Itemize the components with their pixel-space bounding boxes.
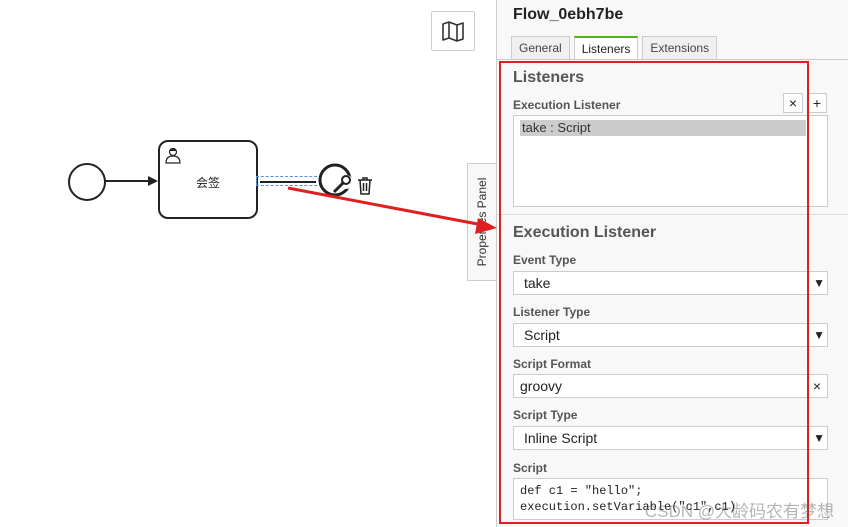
listeners-group-title: Listeners xyxy=(513,69,585,86)
group-divider xyxy=(497,214,848,215)
tab-listeners[interactable]: Listeners xyxy=(573,36,639,60)
event-type-label: Event Type xyxy=(513,253,577,267)
map-icon xyxy=(442,21,464,42)
task-label: 会签 xyxy=(195,176,220,190)
script-type-label: Script Type xyxy=(513,408,578,422)
tab-extensions[interactable]: Extensions xyxy=(642,36,718,60)
properties-panel: Flow_0ebh7be General Listeners Extension… xyxy=(496,0,848,527)
chevron-down-icon: ▼ xyxy=(813,431,825,445)
listener-type-value: Script xyxy=(524,327,560,343)
script-type-value: Inline Script xyxy=(524,430,598,446)
chevron-down-icon: ▼ xyxy=(813,276,825,290)
sequence-flow[interactable] xyxy=(104,180,152,182)
user-task[interactable]: 会签 xyxy=(158,140,258,219)
add-listener-button[interactable]: + xyxy=(807,93,827,113)
tabs-divider xyxy=(497,59,848,60)
watermark: CSDN @大龄码农有梦想 xyxy=(644,502,834,521)
panel-tabs: General Listeners Extensions xyxy=(511,36,718,60)
script-type-select[interactable]: Inline Script ▼ xyxy=(513,426,828,450)
clear-icon[interactable]: × xyxy=(812,378,821,394)
listener-type-select[interactable]: Script ▼ xyxy=(513,323,828,347)
start-event[interactable] xyxy=(68,163,106,201)
bpmn-canvas[interactable]: 会签 Properties Panel xyxy=(0,0,496,527)
trash-icon[interactable] xyxy=(356,176,374,196)
script-format-label: Script Format xyxy=(513,357,592,371)
wrench-icon[interactable] xyxy=(318,160,358,202)
tab-general[interactable]: General xyxy=(511,36,570,60)
element-id-title: Flow_0ebh7be xyxy=(513,6,624,23)
chevron-down-icon: ▼ xyxy=(813,328,825,342)
properties-panel-label: Properties Panel xyxy=(475,177,489,267)
event-type-value: take xyxy=(524,275,551,291)
listener-type-label: Listener Type xyxy=(513,305,591,319)
execution-listener-group-title: Execution Listener xyxy=(513,224,657,241)
script-format-value: groovy xyxy=(520,378,563,394)
script-label: Script xyxy=(513,461,548,475)
execution-listener-label: Execution Listener xyxy=(513,98,621,112)
sequence-flow-arrowhead xyxy=(148,176,158,186)
list-item[interactable]: take : Script xyxy=(520,120,806,136)
list-scrollbar[interactable] xyxy=(812,116,827,206)
user-icon xyxy=(165,147,181,164)
script-textarea[interactable]: def c1 = "hello"; execution.setVariable(… xyxy=(513,478,828,520)
properties-panel-toggle[interactable]: Properties Panel xyxy=(467,163,496,281)
event-type-select[interactable]: take ▼ xyxy=(513,271,828,295)
remove-listener-button[interactable]: × xyxy=(783,93,803,113)
highlight-box xyxy=(499,61,809,524)
script-format-input[interactable]: groovy × xyxy=(513,374,828,398)
listener-list[interactable]: take : Script xyxy=(513,115,828,207)
minimap-toggle-button[interactable] xyxy=(431,11,475,51)
selected-sequence-flow[interactable] xyxy=(260,181,316,183)
